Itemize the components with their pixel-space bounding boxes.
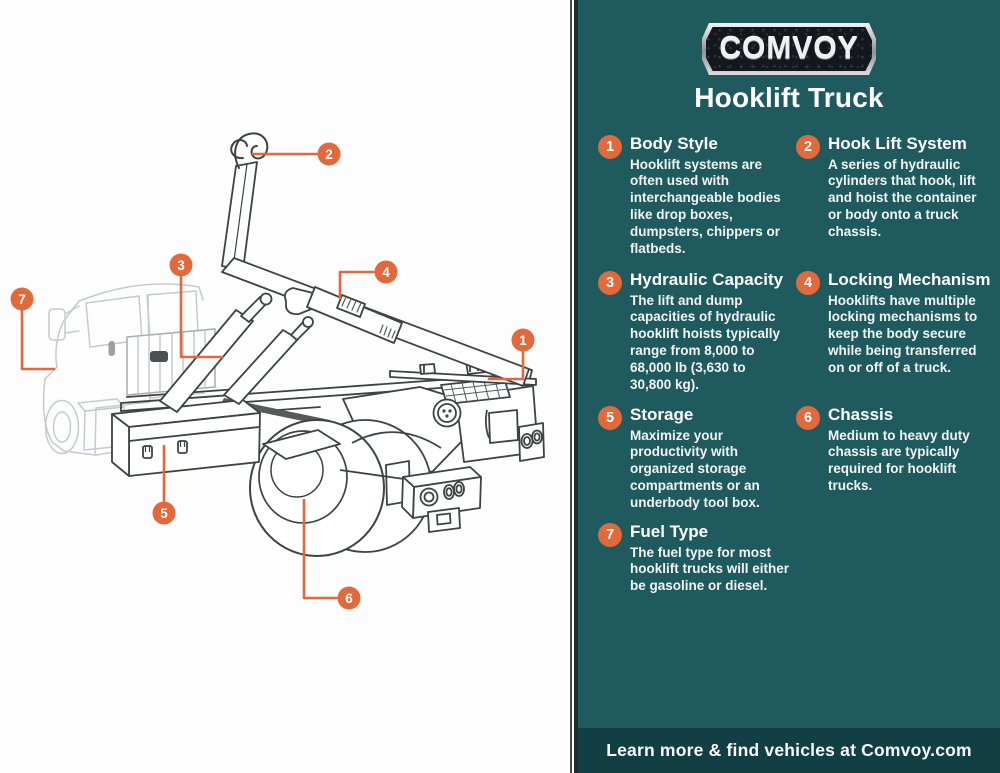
item-number-badge: 3 — [598, 271, 622, 295]
callout-marker-7 — [10, 287, 34, 311]
divider-line-gap — [572, 0, 574, 773]
item-title: Storage — [630, 405, 694, 424]
callout-marker-3 — [169, 253, 193, 277]
callout-number-7: 7 — [18, 292, 26, 307]
comvoy-logo-text: COMVOY — [719, 31, 859, 66]
hooklift-truck-illustration: 1 2 3 4 5 6 7 — [10, 132, 545, 610]
hooklift-boom-drawing — [221, 132, 530, 387]
info-item-storage: 5 Storage Maximize your productivity wit… — [598, 405, 790, 512]
info-panel: COMVOY Hooklift Truck 1 Body Style Hookl… — [578, 0, 1000, 773]
callout-marker-5 — [152, 501, 176, 525]
item-description: The fuel type for most hooklift trucks w… — [630, 544, 790, 594]
footer-bar: Learn more & find vehicles at Comvoy.com — [578, 728, 1000, 773]
callout-number-4: 4 — [382, 265, 390, 280]
callout-line-7 — [20, 309, 56, 371]
callout-markers: 1 2 3 4 5 6 7 — [10, 142, 535, 610]
callout-line-3 — [179, 275, 224, 359]
item-description: Hooklift systems are often used with int… — [630, 156, 781, 256]
info-item-hook-lift-system: 2 Hook Lift System A series of hydraulic… — [796, 134, 986, 241]
item-number-badge: 1 — [598, 135, 622, 159]
item-number-badge: 2 — [796, 135, 820, 159]
item-title: Fuel Type — [630, 522, 709, 541]
callout-number-5: 5 — [160, 506, 168, 521]
comvoy-logo-badge-inner — [706, 27, 872, 71]
divider-line-inner — [574, 0, 578, 773]
item-description: Maximize your productivity with organize… — [630, 427, 760, 510]
item-number-badge: 4 — [796, 271, 820, 295]
item-title: Body Style — [630, 134, 718, 153]
callout-marker-2 — [317, 142, 341, 166]
item-description: Medium to heavy duty chassis are typical… — [828, 427, 970, 493]
callout-line-6 — [302, 498, 339, 600]
callout-line-1 — [487, 350, 525, 381]
item-title: Chassis — [828, 405, 894, 424]
callout-lines — [20, 152, 525, 600]
divider-line-outer — [570, 0, 572, 773]
info-item-locking-mechanism: 4 Locking Mechanism Hooklifts have multi… — [796, 270, 990, 377]
callout-number-1: 1 — [519, 333, 527, 348]
callout-number-3: 3 — [177, 258, 185, 273]
callout-marker-4 — [374, 260, 398, 284]
item-number-badge: 7 — [598, 523, 622, 547]
item-title: Locking Mechanism — [828, 270, 991, 289]
item-number-badge: 5 — [598, 406, 622, 430]
info-item-fuel-type: 7 Fuel Type The fuel type for most hookl… — [598, 522, 790, 595]
ghost-cab-drawing — [42, 283, 205, 456]
callout-number-2: 2 — [325, 147, 333, 162]
truck-diagram-panel: 1 2 3 4 5 6 7 — [10, 132, 545, 610]
bumper-drawing — [339, 460, 482, 533]
item-description: A series of hydraulic cylinders that hoo… — [828, 156, 977, 239]
item-title: Hook Lift System — [828, 134, 967, 153]
page-title: Hooklift Truck — [694, 82, 884, 113]
item-description: Hooklifts have multiple locking mechanis… — [828, 292, 978, 375]
callout-line-4 — [338, 270, 376, 300]
hydraulic-cylinders-drawing — [159, 292, 314, 413]
info-item-hydraulic-capacity: 3 Hydraulic Capacity The lift and dump c… — [598, 270, 790, 393]
callout-marker-1 — [511, 328, 535, 352]
footer-text: Learn more & find vehicles at Comvoy.com — [606, 740, 972, 760]
item-title: Hydraulic Capacity — [630, 270, 784, 289]
info-item-chassis: 6 Chassis Medium to heavy duty chassis a… — [796, 405, 986, 495]
storage-box-drawing — [111, 399, 341, 477]
info-item-body-style: 1 Body Style Hooklift systems are often … — [598, 134, 790, 257]
callout-marker-6 — [337, 586, 361, 610]
rear-body-drawing — [342, 377, 545, 473]
item-description: The lift and dump capacities of hydrauli… — [630, 292, 781, 392]
comvoy-logo-badge: COMVOY — [702, 23, 876, 75]
callout-number-6: 6 — [345, 591, 353, 606]
item-number-badge: 6 — [796, 406, 820, 430]
